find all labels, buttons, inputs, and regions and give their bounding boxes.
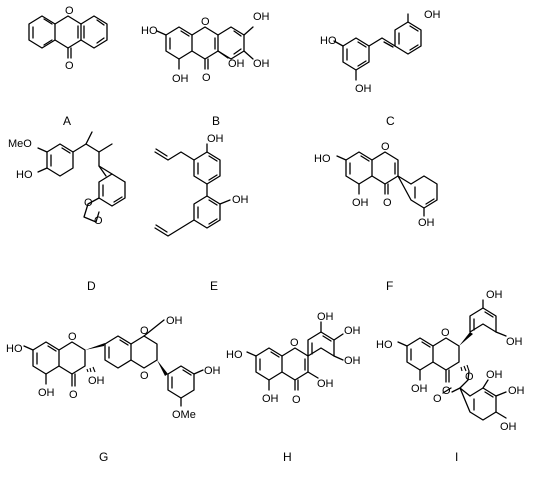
compound-label-h: H: [283, 450, 292, 464]
atom-oh: OH: [418, 217, 435, 229]
atom-oh: HO: [141, 25, 158, 37]
compound-label-g: G: [99, 450, 108, 464]
compound-label-a: A: [63, 114, 71, 128]
atom-o: O: [441, 327, 450, 339]
atom-oh: OH: [88, 375, 105, 387]
atom-oh: OH: [207, 133, 224, 145]
atom-oh: OH: [352, 197, 369, 209]
atom-oh: OH: [344, 325, 361, 337]
structure-a: O O A: [28, 5, 108, 128]
atom-o: O: [433, 393, 442, 405]
atom-oh: OH: [262, 393, 279, 405]
atom-oh: OH: [166, 315, 183, 327]
atom-o: O: [290, 337, 299, 349]
compound-label-c: C: [386, 114, 395, 128]
atom-ome: MeO: [8, 138, 32, 150]
atom-o: O: [383, 197, 392, 209]
atom-o: O: [84, 197, 93, 209]
atom-o: O: [442, 385, 451, 397]
atom-oh: OH: [172, 73, 189, 85]
atom-oh: OH: [344, 355, 361, 367]
atom-oh: OH: [486, 289, 503, 301]
structure-g: HO O OH O OH O O OH OH OMe G: [6, 315, 221, 464]
atom-oh: HO: [16, 169, 33, 181]
structure-i: OH OH HO O OH O O O OH OH OH I: [376, 289, 525, 464]
atom-o: O: [65, 5, 74, 17]
atom-oh: HO: [314, 153, 331, 165]
atom-o: O: [140, 325, 149, 337]
atom-oh: OH: [317, 378, 334, 390]
atom-o: O: [381, 141, 390, 153]
atom-oh: OH: [38, 387, 55, 399]
structure-e: OH OH E: [154, 133, 249, 293]
atom-o: O: [292, 394, 301, 406]
compound-label-d: D: [87, 279, 96, 293]
atom-oh: OH: [204, 365, 221, 377]
atom-o: O: [69, 389, 78, 401]
atom-oh: HO: [320, 35, 337, 47]
structure-f: HO O OH O OH F: [314, 141, 438, 293]
structure-c: HO OH OH C: [320, 9, 441, 128]
atom-oh: OH: [486, 369, 503, 381]
atom-oh: OH: [500, 421, 517, 433]
atom-oh: OH: [317, 311, 334, 323]
atom-oh: OH: [253, 58, 270, 70]
atom-o: O: [94, 215, 103, 227]
compound-label-e: E: [210, 279, 218, 293]
atom-o: O: [65, 60, 74, 72]
atom-oh: OH: [508, 385, 525, 397]
compound-label-f: F: [386, 279, 393, 293]
structure-b: HO O OH OH OH OH O B: [141, 11, 270, 128]
atom-oh: OH: [232, 194, 249, 206]
atom-o: O: [140, 370, 149, 382]
atom-o: O: [465, 371, 474, 383]
compound-label-i: I: [455, 450, 458, 464]
atom-oh: OH: [411, 383, 428, 395]
atom-ome: OMe: [172, 409, 196, 421]
structure-d: MeO HO O O D: [8, 131, 126, 293]
atom-oh: HO: [6, 343, 23, 355]
atom-o: O: [202, 72, 211, 84]
compound-label-b: B: [212, 114, 220, 128]
atom-oh: OH: [424, 9, 441, 21]
structure-h: OH OH OH HO O OH OH O H: [226, 311, 361, 464]
atom-oh: OH: [253, 11, 270, 23]
atom-o: O: [201, 16, 210, 28]
atom-oh: HO: [376, 339, 393, 351]
atom-oh: OH: [228, 58, 245, 70]
atom-oh: OH: [355, 83, 372, 95]
atom-oh: HO: [226, 349, 243, 361]
atom-o: O: [68, 331, 77, 343]
atom-oh: OH: [506, 336, 523, 348]
